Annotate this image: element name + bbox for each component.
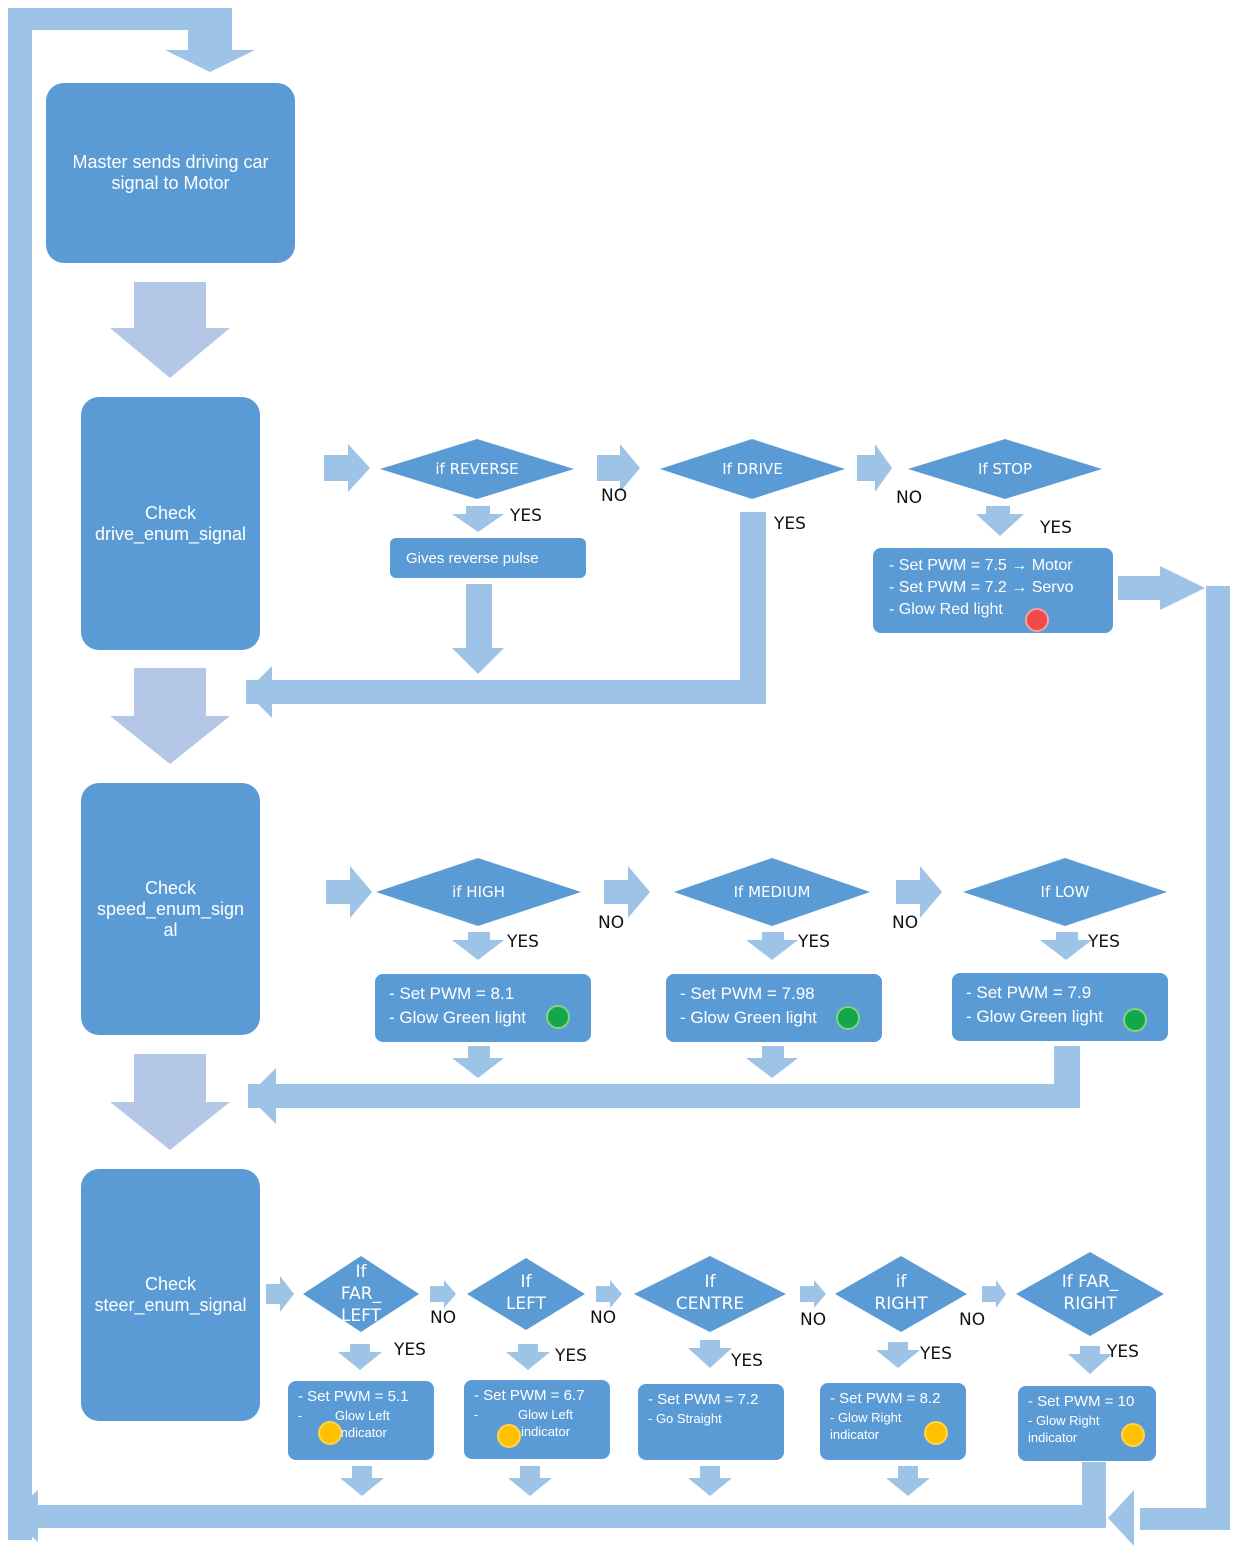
left-line-2: - Glow Left [474,1407,573,1422]
far-left-yes: YES [394,1340,426,1360]
far-right-down-line [1082,1462,1106,1528]
high-no: NO [598,913,625,933]
decision-high [376,858,581,926]
low-action-box: - Set PWM = 7.9 - Glow Green light [952,973,1168,1041]
stop-line-1: - Set PWM = 7.5 → Motor [889,557,1073,574]
drive-label: If DRIVE [722,460,783,478]
high-label: if HIGH [452,883,505,901]
start-box: Master sends driving car signal to Motor [46,83,295,263]
right-line-1: - Set PWM = 8.2 [830,1390,941,1407]
stop-line-3: - Glow Red light [889,601,1003,618]
far-left-line-1: - Set PWM = 5.1 [298,1388,409,1405]
far-left-no: NO [430,1308,457,1328]
left-indicator-icon [318,1421,342,1445]
far-left-label: If FAR_ LEFT [340,1262,382,1326]
stop-yes: YES [1040,518,1072,538]
green-light-icon [1123,1008,1147,1032]
right-no: NO [959,1310,986,1330]
centre-yes: YES [731,1351,763,1371]
right-label: if RIGHT [874,1272,928,1314]
decision-drive [660,439,845,499]
stop-label: If STOP [977,460,1032,478]
decision-low [963,858,1167,926]
stop-action-box: - Set PWM = 7.5 → Motor - Set PWM = 7.2 … [873,548,1113,633]
decision-right [835,1256,967,1332]
left-line-1: - Set PWM = 6.7 [474,1387,585,1404]
far-right-yes: YES [1107,1342,1139,1362]
decision-medium [674,858,870,926]
right-line-2: - Glow Right [830,1410,902,1425]
decision-far-right [1016,1252,1164,1336]
medium-yes: YES [798,932,830,952]
right-indicator-icon [924,1421,948,1445]
left-no: NO [590,1308,617,1328]
centre-line-2: - Go Straight [648,1411,722,1426]
decision-left [467,1258,585,1330]
drive-yes: YES [774,514,806,534]
check-speed-box: Check speed_enum_sign al [81,783,260,1035]
medium-label: If MEDIUM [733,883,811,901]
decision-stop [908,439,1102,499]
medium-no: NO [892,913,919,933]
stop-return-line [1118,566,1205,610]
right-action-box: - Set PWM = 8.2 - Glow Right indicator [820,1383,966,1460]
far-left-line-2: - Glow Left [298,1408,390,1423]
decision-reverse [380,439,574,499]
left-yes: YES [555,1346,587,1366]
right-indicator-icon [1121,1423,1145,1447]
low-line-2: - Glow Green light [966,1007,1103,1026]
far-right-line-3: indicator [1028,1430,1078,1445]
high-line-1: - Set PWM = 8.1 [389,984,515,1003]
green-light-icon [546,1005,570,1029]
big-arrow-3 [110,1054,230,1150]
centre-label: If CENTRE [675,1272,745,1314]
low-line-1: - Set PWM = 7.9 [966,983,1092,1002]
reverse-yes: YES [510,506,542,526]
drive-no: NO [896,488,923,508]
big-arrow-1 [110,282,230,378]
centre-action-box: - Set PWM = 7.2 - Go Straight [638,1384,784,1460]
check-steer-box: Check steer_enum_signal [81,1169,260,1421]
decision-far-left [303,1256,419,1332]
high-line-2: - Glow Green light [389,1008,526,1027]
low-label: If LOW [1040,883,1090,901]
medium-line-2: - Glow Green light [680,1008,817,1027]
left-line-3: indicator [474,1424,571,1439]
centre-line-1: - Set PWM = 7.2 [648,1391,759,1408]
bottom-return-bar [30,1505,1095,1528]
centre-no: NO [800,1310,827,1330]
left-label: If LEFT [505,1272,547,1314]
far-left-action-box: - Set PWM = 5.1 - Glow Left indicator [288,1381,434,1460]
left-action-box: - Set PWM = 6.7 - Glow Left indicator [464,1380,610,1459]
reverse-action-box: Gives reverse pulse [390,538,586,578]
stop-line-2: - Set PWM = 7.2 → Servo [889,579,1074,596]
low-yes: YES [1088,932,1120,952]
right-return-arrowhead [1108,1490,1134,1546]
left-indicator-icon [497,1424,521,1448]
far-left-line-3: indicator [298,1425,387,1440]
right-line-3: indicator [830,1427,880,1442]
far-right-line-2: - Glow Right [1028,1413,1100,1428]
big-arrow-2 [110,668,230,764]
reverse-no: NO [601,486,628,506]
green-light-icon [836,1006,860,1030]
right-return-line [1140,586,1230,1530]
far-right-label: If FAR_ RIGHT [1061,1272,1119,1314]
red-light-icon [1025,608,1049,632]
right-yes: YES [920,1344,952,1364]
check-drive-box: Check drive_enum_signal [81,397,260,650]
bottom-return-arrowhead [8,1490,38,1542]
medium-line-1: - Set PWM = 7.98 [680,984,815,1003]
far-right-line-1: - Set PWM = 10 [1028,1393,1135,1410]
decision-centre [634,1256,786,1332]
reverse-label: if REVERSE [435,460,519,478]
high-yes: YES [507,932,539,952]
